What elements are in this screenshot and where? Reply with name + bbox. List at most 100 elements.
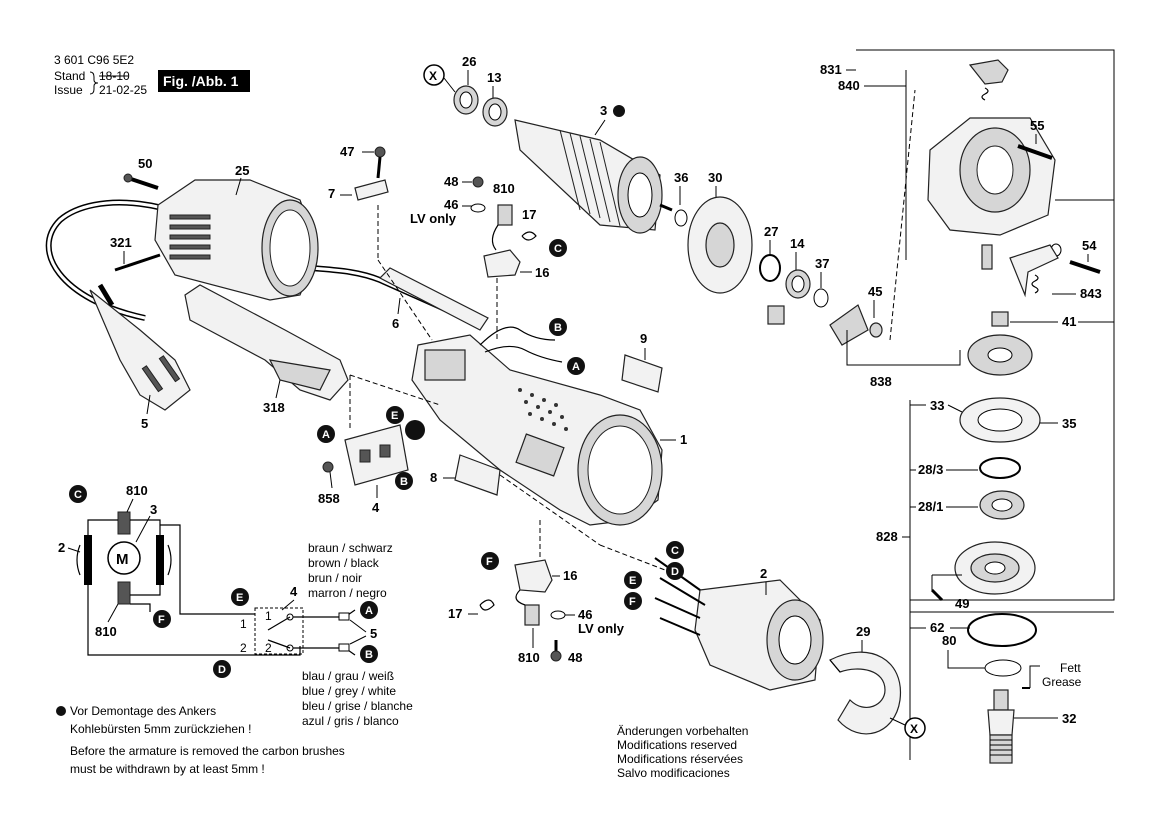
lv-only-top: LV only <box>410 211 457 226</box>
fan-bearing-group: 30 27 14 37 45 838 <box>687 89 961 389</box>
part-46-top: 46 <box>444 197 458 212</box>
svg-text:E: E <box>629 575 636 587</box>
marker-c-stator: C <box>666 541 684 559</box>
modifications-fr: Modifications réservées <box>617 752 743 766</box>
svg-text:B: B <box>365 649 373 661</box>
svg-text:F: F <box>486 556 493 568</box>
part-8: 8 <box>430 470 437 485</box>
part-1: 1 <box>680 432 687 447</box>
part-831: 831 <box>820 62 842 77</box>
marker-a-circuit: A <box>360 601 378 619</box>
part-28-3: 28/3 <box>918 462 943 477</box>
issue-label: Issue <box>54 83 83 97</box>
note-bullet-switch <box>405 420 425 440</box>
part-16-top: 16 <box>535 265 549 280</box>
svg-text:E: E <box>391 410 398 422</box>
wire-color-row-1: braun / schwarz <box>308 541 393 555</box>
lv-only-bottom: LV only <box>578 621 625 636</box>
svg-text:A: A <box>365 605 373 617</box>
doc-number: 3 601 C96 5E2 <box>54 53 134 67</box>
part-36: 36 <box>674 170 688 185</box>
marker-x-bottom: X <box>904 717 926 739</box>
marker-f-brush: F <box>481 552 499 570</box>
part-810-circuit-top: 810 <box>126 483 148 498</box>
marker-f-stator: F <box>624 592 642 610</box>
part-843: 843 <box>1080 286 1102 301</box>
part-2-circuit: 2 <box>58 540 65 555</box>
footnote-bullet <box>56 706 66 716</box>
svg-text:A: A <box>322 429 330 441</box>
wire-color-row-2: brown / black <box>308 556 380 570</box>
svg-text:C: C <box>554 243 562 255</box>
part-28-1: 28/1 <box>918 499 943 514</box>
figure-label-box <box>158 70 250 92</box>
svg-text:X: X <box>910 722 918 736</box>
part-27: 27 <box>764 224 778 239</box>
marker-c-circuit: C <box>69 485 87 503</box>
part-29: 29 <box>856 624 870 639</box>
wire-color-row-5: blau / grau / weiß <box>302 669 394 683</box>
right-column-group: 831 840 55 54 843 41 <box>820 49 1115 764</box>
footnote: Vor Demontage des Ankers Kohlebürsten 5m… <box>56 704 345 776</box>
wiring-diagram: M 1 2 1 2 4 5 810 <box>58 483 413 728</box>
part-810-bottom: 810 <box>518 650 540 665</box>
part-33: 33 <box>930 398 944 413</box>
motor-symbol: M <box>116 551 129 568</box>
svg-text:C: C <box>671 545 679 557</box>
part-3-top: 3 <box>600 103 607 118</box>
part-5: 5 <box>141 416 148 431</box>
svg-text:F: F <box>629 596 636 608</box>
housing-dot-pattern <box>518 388 568 431</box>
part-828: 828 <box>876 529 898 544</box>
part-4-circuit: 4 <box>290 584 298 599</box>
svg-text:A: A <box>572 361 580 373</box>
cable-and-housing-group <box>45 173 489 411</box>
part-858: 858 <box>318 491 340 506</box>
marker-e-switch: E <box>386 406 404 424</box>
marker-a-switch: A <box>317 425 335 443</box>
part-6: 6 <box>392 316 399 331</box>
part-810-top: 810 <box>493 181 515 196</box>
marker-b-circuit: B <box>360 645 378 663</box>
marker-e-circuit: E <box>231 588 249 606</box>
marker-d-circuit: D <box>213 660 231 678</box>
part-16-bottom: 16 <box>563 568 577 583</box>
part-14: 14 <box>790 236 805 251</box>
part-26: 26 <box>462 54 476 69</box>
gear-housing-group: 1 9 8 <box>411 326 687 571</box>
part-17-top: 17 <box>522 207 536 222</box>
spindle-thread <box>990 739 1012 756</box>
svg-text:X: X <box>429 69 437 83</box>
header: 3 601 C96 5E2 Stand Issue 18-10 21-02-25… <box>54 53 250 97</box>
armature-windings <box>559 129 621 227</box>
reference-markers: X X C B A E A B C D E F F C E F D A B <box>69 64 926 739</box>
part-41: 41 <box>1062 314 1076 329</box>
part-35: 35 <box>1062 416 1076 431</box>
stator-group: 2 29 <box>654 557 902 735</box>
part-54: 54 <box>1082 238 1097 253</box>
stand-label: Stand <box>54 69 85 83</box>
modifications-de: Änderungen vorbehalten <box>617 724 748 738</box>
wire-color-row-8: azul / gris / blanco <box>302 714 399 728</box>
figure-label: Fig. /Abb. 1 <box>163 73 239 89</box>
svg-text:E: E <box>236 592 243 604</box>
part-47: 47 <box>340 144 354 159</box>
terminal-1b: 1 <box>240 617 247 631</box>
svg-text:D: D <box>218 664 226 676</box>
part-45: 45 <box>868 284 882 299</box>
marker-b-switch: B <box>395 472 413 490</box>
switch-group: 4 858 <box>318 374 441 515</box>
part-5-circuit: 5 <box>370 626 377 641</box>
part-30: 30 <box>708 170 722 185</box>
part-48-top: 48 <box>444 174 458 189</box>
part-810-circuit-bottom: 810 <box>95 624 117 639</box>
issue-date: 21-02-25 <box>99 83 147 97</box>
armature-group: 26 13 3 36 <box>453 54 688 234</box>
part-7: 7 <box>328 186 335 201</box>
grease-en: Grease <box>1042 675 1082 689</box>
part-80: 80 <box>942 633 956 648</box>
part-46-bottom: 46 <box>578 607 592 622</box>
marker-f-circuit: F <box>153 610 171 628</box>
grease-de: Fett <box>1060 661 1081 675</box>
